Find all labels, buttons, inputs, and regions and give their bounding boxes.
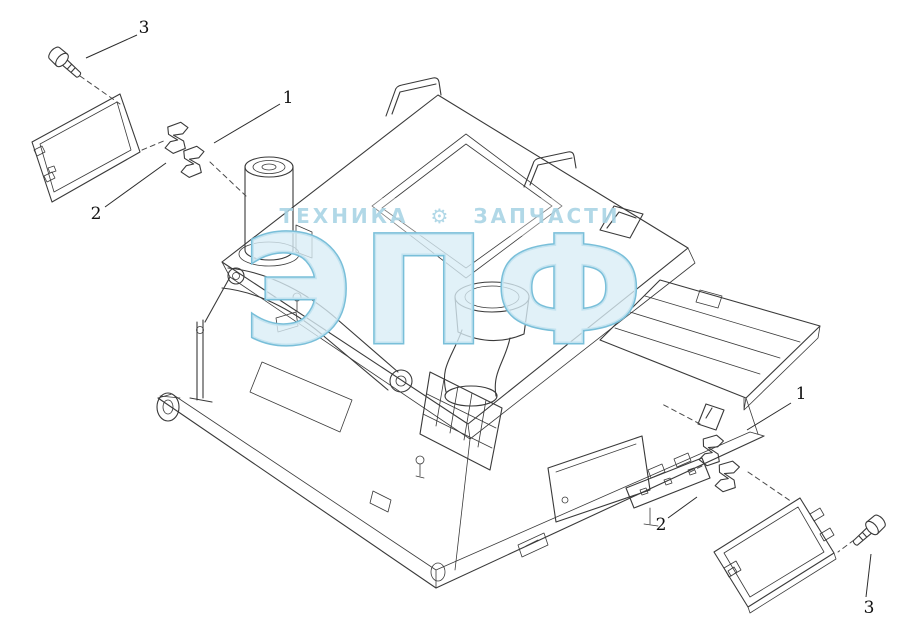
callout-2-left: 2 bbox=[91, 162, 167, 224]
right-deck bbox=[599, 279, 821, 411]
support-arm bbox=[221, 267, 413, 393]
wheel-hub bbox=[156, 392, 180, 422]
callout-label: 1 bbox=[283, 88, 294, 108]
manhole-cylinder bbox=[443, 281, 530, 407]
callout-label: 3 bbox=[139, 18, 150, 38]
callout-3-top: 3 bbox=[85, 18, 150, 59]
assembly-leader-line bbox=[79, 75, 121, 105]
assembly-leader-line bbox=[141, 139, 167, 151]
left-bolt bbox=[45, 44, 86, 83]
gear-icon: ⚙ bbox=[430, 204, 451, 228]
watermark-band-bg bbox=[326, 198, 570, 236]
right-clip-2 bbox=[712, 457, 742, 495]
grab-handle-icon bbox=[523, 151, 577, 188]
right-door-panel bbox=[713, 497, 837, 614]
front-hatch bbox=[249, 361, 353, 433]
service-door-body bbox=[547, 435, 651, 523]
callout-leader-line bbox=[667, 496, 698, 519]
watermark: ТЕХНИКА ⚙ ЗАПЧАСТИ ЭПФ bbox=[241, 198, 651, 381]
callout-1-right: 1 bbox=[746, 384, 807, 431]
left-door-panel bbox=[31, 93, 141, 203]
support-post bbox=[159, 276, 231, 403]
watermark-tagline: ТЕХНИКА ⚙ ЗАПЧАСТИ bbox=[279, 204, 620, 228]
roof-access-panel bbox=[371, 133, 563, 279]
callout-label: 2 bbox=[656, 515, 667, 535]
machine-body bbox=[156, 77, 821, 589]
watermark-tagline-left: ТЕХНИКА bbox=[279, 204, 408, 228]
watermark-logo-text: ЭПФ bbox=[243, 205, 651, 379]
callout-leader-line bbox=[746, 402, 792, 431]
grab-handle-icon bbox=[385, 77, 442, 117]
exploded-left-group bbox=[31, 44, 247, 203]
callout-label: 3 bbox=[864, 598, 875, 618]
callout-leader-line bbox=[104, 162, 167, 208]
callout-leader-line bbox=[213, 103, 281, 144]
deck-box bbox=[695, 289, 723, 309]
exploded-right-group bbox=[625, 403, 889, 614]
filler-cylinder-large bbox=[238, 156, 313, 267]
callouts: 3 1 2 1 2 3 bbox=[85, 18, 875, 618]
drain-valve bbox=[415, 455, 425, 479]
hatch-lines bbox=[422, 378, 497, 449]
callout-label: 2 bbox=[91, 204, 102, 224]
callout-1-top: 1 bbox=[213, 88, 294, 144]
callout-2-bottom: 2 bbox=[656, 496, 698, 535]
assembly-leader-line bbox=[209, 161, 247, 197]
right-clip-1 bbox=[696, 431, 726, 469]
assembly-leader-line bbox=[685, 465, 703, 475]
mesh-grille bbox=[419, 371, 503, 471]
callout-leader-line bbox=[85, 34, 138, 59]
latch-bracket bbox=[625, 452, 711, 527]
discharge-spout bbox=[599, 205, 644, 239]
hinge-hook bbox=[697, 403, 725, 431]
callout-leader-line bbox=[865, 553, 872, 598]
chassis-rails bbox=[157, 393, 765, 589]
callout-label: 1 bbox=[796, 384, 807, 404]
callout-3-bottom: 3 bbox=[864, 553, 875, 618]
watermark-tagline-right: ЗАПЧАСТИ bbox=[473, 204, 620, 228]
assembly-leader-line bbox=[747, 471, 793, 503]
right-bolt bbox=[848, 512, 889, 551]
assembly-leader-line bbox=[661, 403, 701, 425]
assembly-leader-line bbox=[837, 539, 855, 553]
